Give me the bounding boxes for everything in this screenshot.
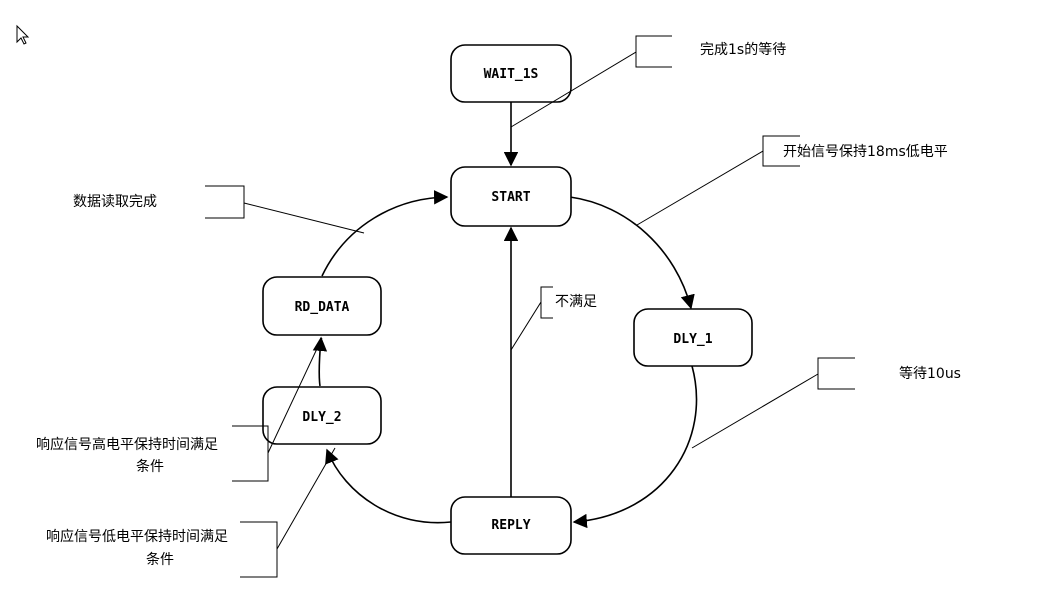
state-start: START: [450, 166, 572, 227]
note-not-met: 不满足: [510, 286, 597, 351]
note-wait-done: 完成1s的等待: [510, 35, 786, 128]
edge-rddata-to-start: [321, 190, 449, 277]
note-high-level-line1: 响应信号高电平保持时间满足: [36, 436, 218, 453]
state-rd-data: RD_DATA: [262, 276, 382, 336]
note-not-met-text: 不满足: [555, 294, 597, 310]
state-reply-label: REPLY: [491, 518, 530, 533]
note-wait-done-text: 完成1s的等待: [700, 41, 786, 58]
state-wait-1s-label: WAIT_1S: [484, 67, 539, 82]
state-start-label: START: [491, 190, 530, 205]
edge-start-to-dly1: [569, 196, 695, 310]
note-wait-10us-text: 等待10us: [899, 365, 961, 382]
state-wait-1s: WAIT_1S: [450, 44, 572, 103]
cursor-icon: [16, 24, 30, 45]
note-start-signal-text: 开始信号保持18ms低电平: [783, 144, 948, 160]
note-read-done-text: 数据读取完成: [73, 193, 157, 210]
note-high-level-line2: 条件: [136, 458, 164, 475]
state-dly-1-label: DLY_1: [673, 332, 712, 347]
state-reply: REPLY: [450, 496, 572, 555]
note-low-level-line1: 响应信号低电平保持时间满足: [46, 528, 228, 545]
state-dly-2: DLY_2: [262, 386, 382, 445]
note-low-level: 响应信号低电平保持时间满足 条件: [46, 447, 336, 578]
note-low-level-line2: 条件: [146, 551, 174, 568]
state-rd-data-label: RD_DATA: [295, 300, 350, 315]
note-read-done: 数据读取完成: [73, 185, 365, 234]
note-start-signal: 开始信号保持18ms低电平: [636, 135, 948, 226]
note-high-level: 响应信号高电平保持时间满足 条件: [36, 337, 323, 482]
state-dly-1: DLY_1: [633, 308, 753, 367]
state-dly-2-label: DLY_2: [302, 410, 341, 425]
edge-dly1-to-reply: [572, 365, 698, 529]
note-wait-10us: 等待10us: [691, 357, 961, 449]
edge-dly2-to-rddata: [312, 336, 328, 387]
edge-reply-to-dly2: [325, 448, 452, 524]
